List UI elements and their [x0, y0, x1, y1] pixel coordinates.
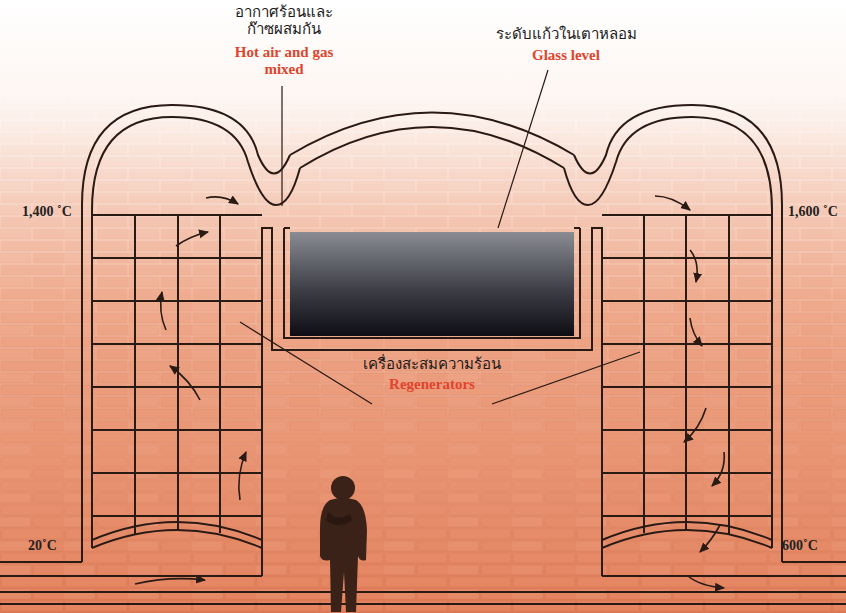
- part-name: ระดับแก้วในเตาหลอม: [476, 26, 656, 43]
- temperature: 1,600 ˚C: [788, 204, 838, 220]
- part-name: เครื่องสะสมความร้อน: [322, 356, 542, 373]
- part-name: Hot air and gas mixed: [232, 44, 336, 79]
- flow-arrows: [135, 196, 724, 588]
- temperature: 600˚C: [782, 538, 818, 554]
- leader-lines: [240, 70, 640, 404]
- part-name: Regenerators: [322, 376, 542, 393]
- part-name: Glass level: [496, 47, 636, 64]
- molten-glass: [290, 232, 574, 336]
- temperature: 20˚C: [28, 538, 57, 554]
- temperature: 1,400 ˚C: [22, 204, 72, 220]
- person-silhouette: [320, 476, 367, 612]
- part-name: อากาศร้อนและ ก๊าซผสมกัน: [224, 4, 344, 39]
- furnace-walls: [0, 105, 846, 604]
